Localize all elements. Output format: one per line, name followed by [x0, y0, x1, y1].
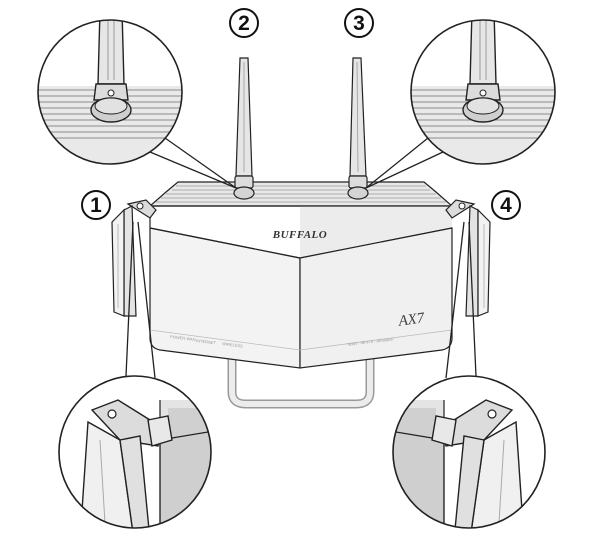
router-stand	[227, 355, 375, 409]
magnified-view-antenna-2	[37, 19, 183, 165]
callout-3-number: 3	[353, 12, 365, 35]
callout-1-number: 1	[90, 194, 102, 217]
callout-2-number: 2	[238, 12, 250, 35]
svg-text:WIRELESS: WIRELESS	[222, 341, 243, 349]
antenna-3	[347, 57, 369, 200]
svg-text:WXR · Wi-Fi 6 · AirStation: WXR · Wi-Fi 6 · AirStation	[348, 336, 394, 347]
callout-3: 3	[344, 8, 374, 38]
svg-text:INTERNET: INTERNET	[196, 338, 217, 345]
svg-text:POWER·WAN: POWER·WAN	[170, 334, 196, 342]
leader-lines	[125, 137, 477, 379]
magnified-view-antenna-1	[58, 375, 212, 529]
callout-4-number: 4	[500, 194, 512, 217]
magnified-view-antenna-4	[392, 375, 546, 529]
callout-2: 2	[229, 8, 259, 38]
brand-logo: BUFFALO	[272, 229, 327, 241]
magnified-view-antenna-3	[410, 19, 556, 165]
model-label: AX7	[397, 310, 427, 330]
callout-4: 4	[491, 190, 521, 220]
antenna-2	[233, 57, 255, 200]
router-body: POWER·WAN INTERNET WIRELESS WXR · Wi-Fi …	[148, 181, 454, 369]
callout-1: 1	[81, 190, 111, 220]
